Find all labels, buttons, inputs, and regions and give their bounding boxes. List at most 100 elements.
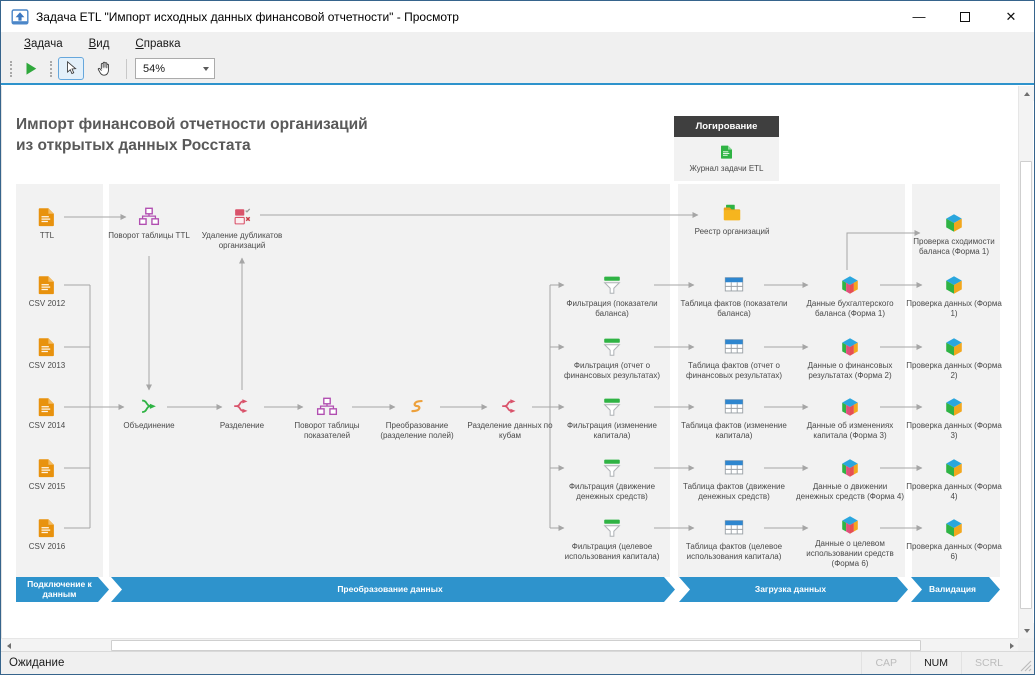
- node-filter-finresults[interactable]: Фильтрация (отчет о финансовых результат…: [560, 336, 664, 381]
- node-fact-capital-change[interactable]: Таблица фактов (изменение капитала): [680, 396, 788, 441]
- cube-icon: [943, 336, 965, 358]
- node-filter-balance[interactable]: Фильтрация (показатели баланса): [560, 274, 664, 319]
- transform-icon: [406, 396, 428, 418]
- maximize-button[interactable]: [942, 1, 988, 32]
- horizontal-scroll-thumb[interactable]: [111, 640, 921, 651]
- etl-diagram-canvas[interactable]: Импорт финансовой отчетности организаций…: [1, 86, 1019, 638]
- node-cube-form4[interactable]: Данные о движении денежных средств (Форм…: [794, 457, 906, 502]
- scroll-right-button[interactable]: [1004, 639, 1019, 653]
- node-org-registry[interactable]: Реестр организаций: [680, 202, 784, 237]
- node-cube-form6[interactable]: Данные о целевом использовании средств (…: [794, 514, 906, 569]
- triangle-down-icon: [1023, 628, 1030, 636]
- select-tool-button[interactable]: [58, 57, 84, 80]
- scroll-left-button[interactable]: [1, 639, 16, 653]
- status-text: Ожидание: [9, 657, 65, 669]
- toolbar-grip[interactable]: [50, 60, 52, 77]
- table-icon: [723, 457, 745, 479]
- scroll-lock-indicator: SCRL: [960, 652, 1016, 674]
- triangle-left-icon: [4, 643, 11, 649]
- node-source-csv2014[interactable]: CSV 2014: [7, 396, 87, 431]
- node-etl-log[interactable]: Журнал задачи ETL: [674, 137, 779, 181]
- status-bar: Ожидание CAP NUM SCRL: [1, 651, 1034, 674]
- file-icon: [36, 274, 58, 296]
- pan-tool-button[interactable]: [92, 57, 118, 80]
- node-cube-form3[interactable]: Данные об изменениях капитала (Форма 3): [794, 396, 906, 441]
- hand-icon: [95, 59, 115, 79]
- vertical-scrollbar[interactable]: [1018, 86, 1034, 638]
- node-check-convergence[interactable]: Проверка сходимости баланса (Форма 1): [905, 212, 1003, 257]
- scroll-down-button[interactable]: [1019, 623, 1034, 638]
- pivot-icon: [138, 206, 160, 228]
- table-icon: [723, 336, 745, 358]
- menu-task[interactable]: Задача: [24, 37, 63, 50]
- cube-icon: [943, 396, 965, 418]
- triangle-right-icon: [1009, 643, 1017, 649]
- triangle-up-icon: [1023, 89, 1030, 96]
- table-icon: [723, 517, 745, 539]
- num-lock-indicator: NUM: [910, 652, 961, 674]
- zoom-dropdown-button[interactable]: [197, 59, 214, 78]
- node-filter-capital-change[interactable]: Фильтрация (изменение капитала): [560, 396, 664, 441]
- filter-icon: [601, 457, 623, 479]
- menu-view[interactable]: Вид: [88, 37, 110, 50]
- node-transform-fields[interactable]: Преобразование (разделение полей): [365, 396, 469, 441]
- horizontal-scrollbar[interactable]: [1, 638, 1019, 653]
- node-pivot-indicators[interactable]: Поворот таблицы показателей: [275, 396, 379, 441]
- node-split[interactable]: Разделение: [190, 396, 294, 431]
- lane-label-load: Загрузка данных: [679, 577, 908, 602]
- table-icon: [723, 396, 745, 418]
- node-source-csv2015[interactable]: CSV 2015: [7, 457, 87, 492]
- split-icon: [499, 396, 521, 418]
- node-pivot-ttl[interactable]: Поворот таблицы TTL: [97, 206, 201, 241]
- node-filter-target-use[interactable]: Фильтрация (целевое использования капита…: [560, 517, 664, 562]
- node-source-csv2012[interactable]: CSV 2012: [7, 274, 87, 309]
- node-source-csv2016[interactable]: CSV 2016: [7, 517, 87, 552]
- toolbar: 54%: [1, 54, 1034, 83]
- node-source-ttl[interactable]: TTL: [7, 206, 87, 241]
- node-fact-target-use[interactable]: Таблица фактов (целевое использования ка…: [680, 517, 788, 562]
- table-icon: [723, 274, 745, 296]
- file-icon: [36, 457, 58, 479]
- logging-group: Логирование Журнал задачи ETL: [674, 116, 779, 181]
- node-dedup-orgs[interactable]: Удаление дубликатов организаций: [194, 206, 290, 251]
- toolbar-separator: [126, 58, 127, 79]
- log-document-icon: [719, 143, 735, 161]
- lane-bg-validation: [912, 184, 1000, 577]
- node-filter-cashflow[interactable]: Фильтрация (движение денежных средств): [560, 457, 664, 502]
- window-controls: — ✕: [896, 1, 1034, 32]
- resize-grip[interactable]: [1016, 652, 1034, 674]
- split-icon: [231, 396, 253, 418]
- node-union[interactable]: Объединение: [97, 396, 201, 431]
- title-bar[interactable]: Задача ETL "Импорт исходных данных финан…: [1, 1, 1034, 32]
- cube-icon: [943, 212, 965, 234]
- zoom-select[interactable]: 54%: [135, 58, 215, 79]
- node-check-form3[interactable]: Проверка данных (Форма 3): [905, 396, 1003, 441]
- node-source-csv2013[interactable]: CSV 2013: [7, 336, 87, 371]
- cube-icon: [839, 457, 861, 479]
- node-fact-cashflow[interactable]: Таблица фактов (движение денежных средст…: [680, 457, 788, 502]
- pivot-icon: [316, 396, 338, 418]
- folder-icon: [721, 202, 743, 224]
- node-check-form2[interactable]: Проверка данных (Форма 2): [905, 336, 1003, 381]
- node-check-form4[interactable]: Проверка данных (Форма 4): [905, 457, 1003, 502]
- node-check-form6[interactable]: Проверка данных (Форма 6): [905, 517, 1003, 562]
- node-cube-form2[interactable]: Данные о финансовых результатах (Форма 2…: [794, 336, 906, 381]
- node-fact-finresults[interactable]: Таблица фактов (отчет о финансовых резул…: [680, 336, 788, 381]
- node-check-form1[interactable]: Проверка данных (Форма 1): [905, 274, 1003, 319]
- close-button[interactable]: ✕: [1005, 8, 1017, 24]
- node-fact-balance[interactable]: Таблица фактов (показатели баланса): [680, 274, 788, 319]
- file-icon: [36, 336, 58, 358]
- vertical-scroll-thumb[interactable]: [1020, 161, 1032, 609]
- toolbar-grip[interactable]: [10, 60, 12, 77]
- run-button[interactable]: [18, 57, 44, 80]
- minimize-button[interactable]: —: [912, 9, 926, 24]
- app-icon: [11, 8, 29, 26]
- scroll-up-button[interactable]: [1019, 86, 1034, 101]
- menu-help[interactable]: Справка: [135, 37, 181, 50]
- node-split-by-cubes[interactable]: Разделение данных по кубам: [458, 396, 562, 441]
- node-cube-form1[interactable]: Данные бухгалтерского баланса (Форма 1): [794, 274, 906, 319]
- logging-header: Логирование: [674, 116, 779, 137]
- lane-label-transform: Преобразование данных: [111, 577, 675, 602]
- deduplicate-icon: [231, 206, 253, 228]
